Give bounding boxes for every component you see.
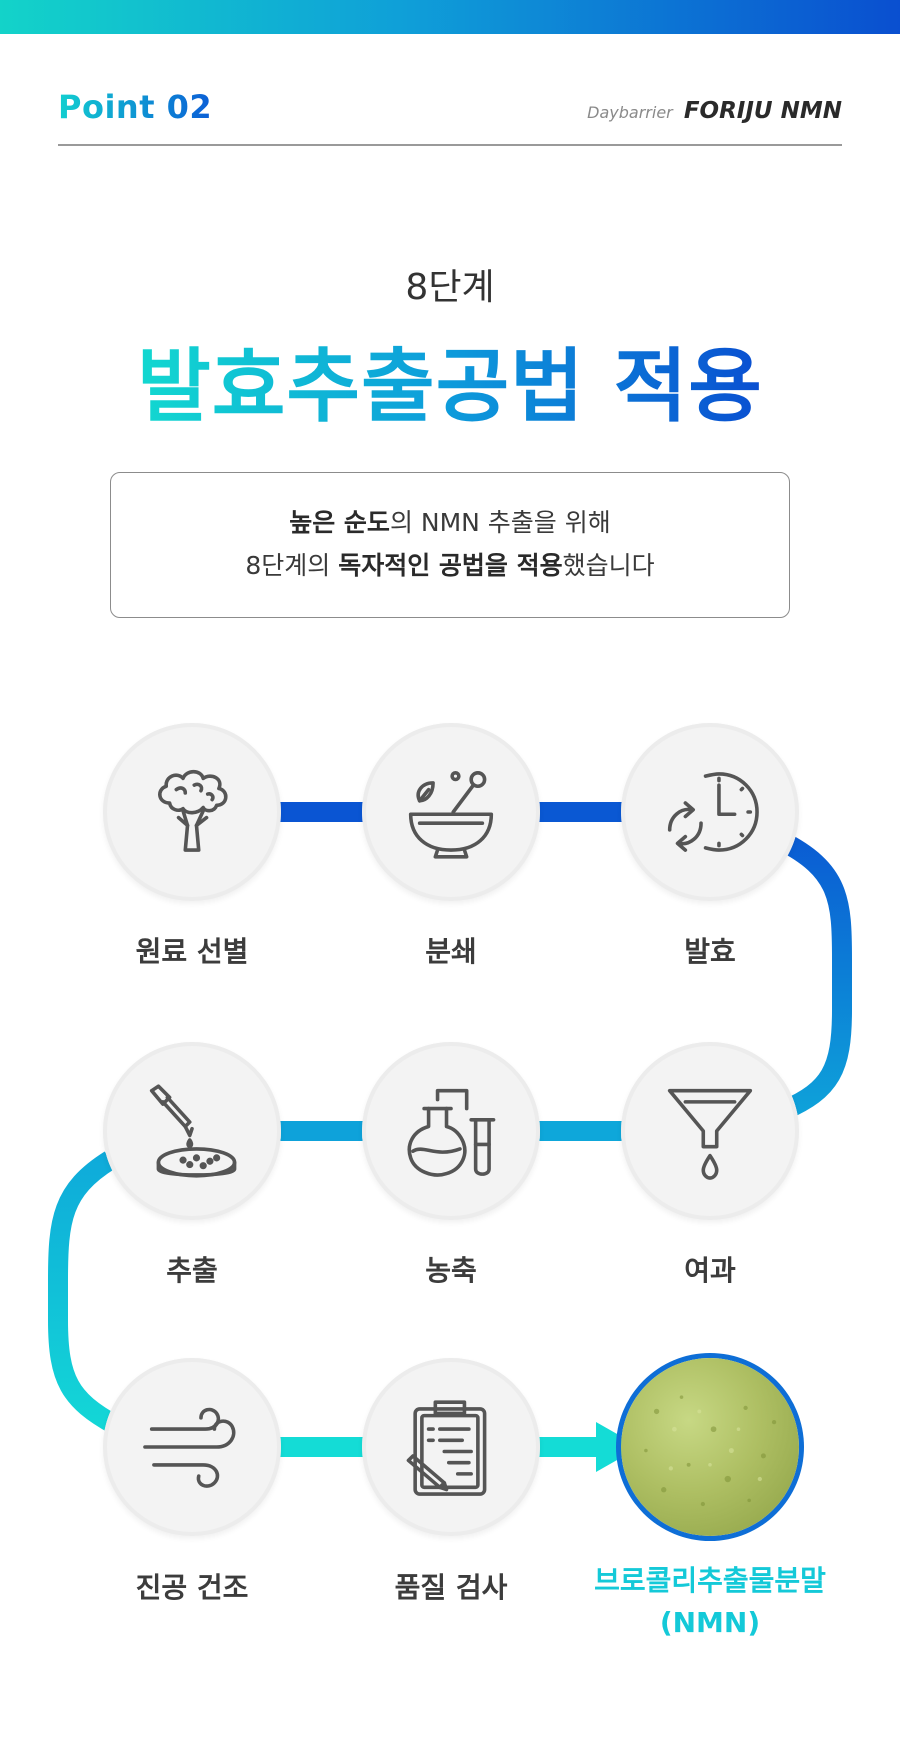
brand: Daybarrier FORIJU NMN [587, 98, 842, 124]
top-gradient-bar [0, 0, 900, 34]
powder-texture [644, 1395, 777, 1507]
step-label: 추출 [166, 1254, 218, 1287]
final-step-label: 브로콜리추출물분말 (NMN) [560, 1560, 860, 1644]
step-label: 원료 선별 [135, 935, 249, 968]
final-step-label-line-1: 브로콜리추출물분말 [594, 1564, 826, 1597]
description-bold: 높은 순도 [289, 508, 390, 537]
step-label: 진공 건조 [135, 1571, 249, 1604]
step-circle-concentration [362, 1042, 540, 1220]
funnel-icon [667, 1088, 753, 1180]
flask-icon [407, 1088, 496, 1177]
step-label: 품질 검사 [394, 1571, 508, 1604]
wind-icon [143, 1407, 236, 1488]
description-text: 8단계의 [245, 551, 339, 580]
step-circle-fermentation [621, 723, 799, 901]
hero-title: 발효추출공법 적용 [137, 340, 763, 433]
step-circle-raw-material [103, 723, 281, 901]
clock-cycle-icon [667, 772, 759, 852]
brand-main: FORIJU NMN [683, 98, 842, 124]
flow-arrowhead [596, 1422, 640, 1472]
hero-subtitle: 8단계 [405, 267, 495, 308]
point-label: Point 02 [58, 88, 213, 126]
description-line-1: 높은 순도의 NMN 추출을 위해 [111, 501, 789, 544]
step-circle-grinding [362, 723, 540, 901]
description-text: 했습니다 [562, 551, 655, 580]
mortar-pestle-icon [408, 771, 494, 859]
step-circle-quality-inspection [362, 1358, 540, 1536]
step-label: 발효 [684, 935, 736, 968]
hero-title-wrap: 발효추출공법 적용 [0, 322, 900, 438]
description-box: 높은 순도의 NMN 추출을 위해 8단계의 독자적인 공법을 적용했습니다 [110, 472, 790, 618]
final-step-label-line-2: (NMN) [659, 1606, 761, 1639]
header-divider [58, 144, 842, 146]
description-text: 의 NMN 추출을 위해 [389, 508, 611, 537]
broccoli-icon [158, 769, 228, 852]
description-bold: 독자적인 공법을 적용 [338, 551, 563, 580]
clipboard-icon [406, 1400, 487, 1496]
powder-image [621, 1358, 799, 1536]
step-circle-filtration [621, 1042, 799, 1220]
step-label: 분쇄 [425, 935, 477, 968]
brand-sub: Daybarrier [587, 103, 673, 122]
description-line-2: 8단계의 독자적인 공법을 적용했습니다 [111, 544, 789, 587]
dropper-petri-icon [149, 1084, 237, 1178]
step-circle-extraction [103, 1042, 281, 1220]
step-label: 농축 [425, 1254, 477, 1287]
step-circle-vacuum-drying [103, 1358, 281, 1536]
step-label: 여과 [684, 1254, 736, 1287]
